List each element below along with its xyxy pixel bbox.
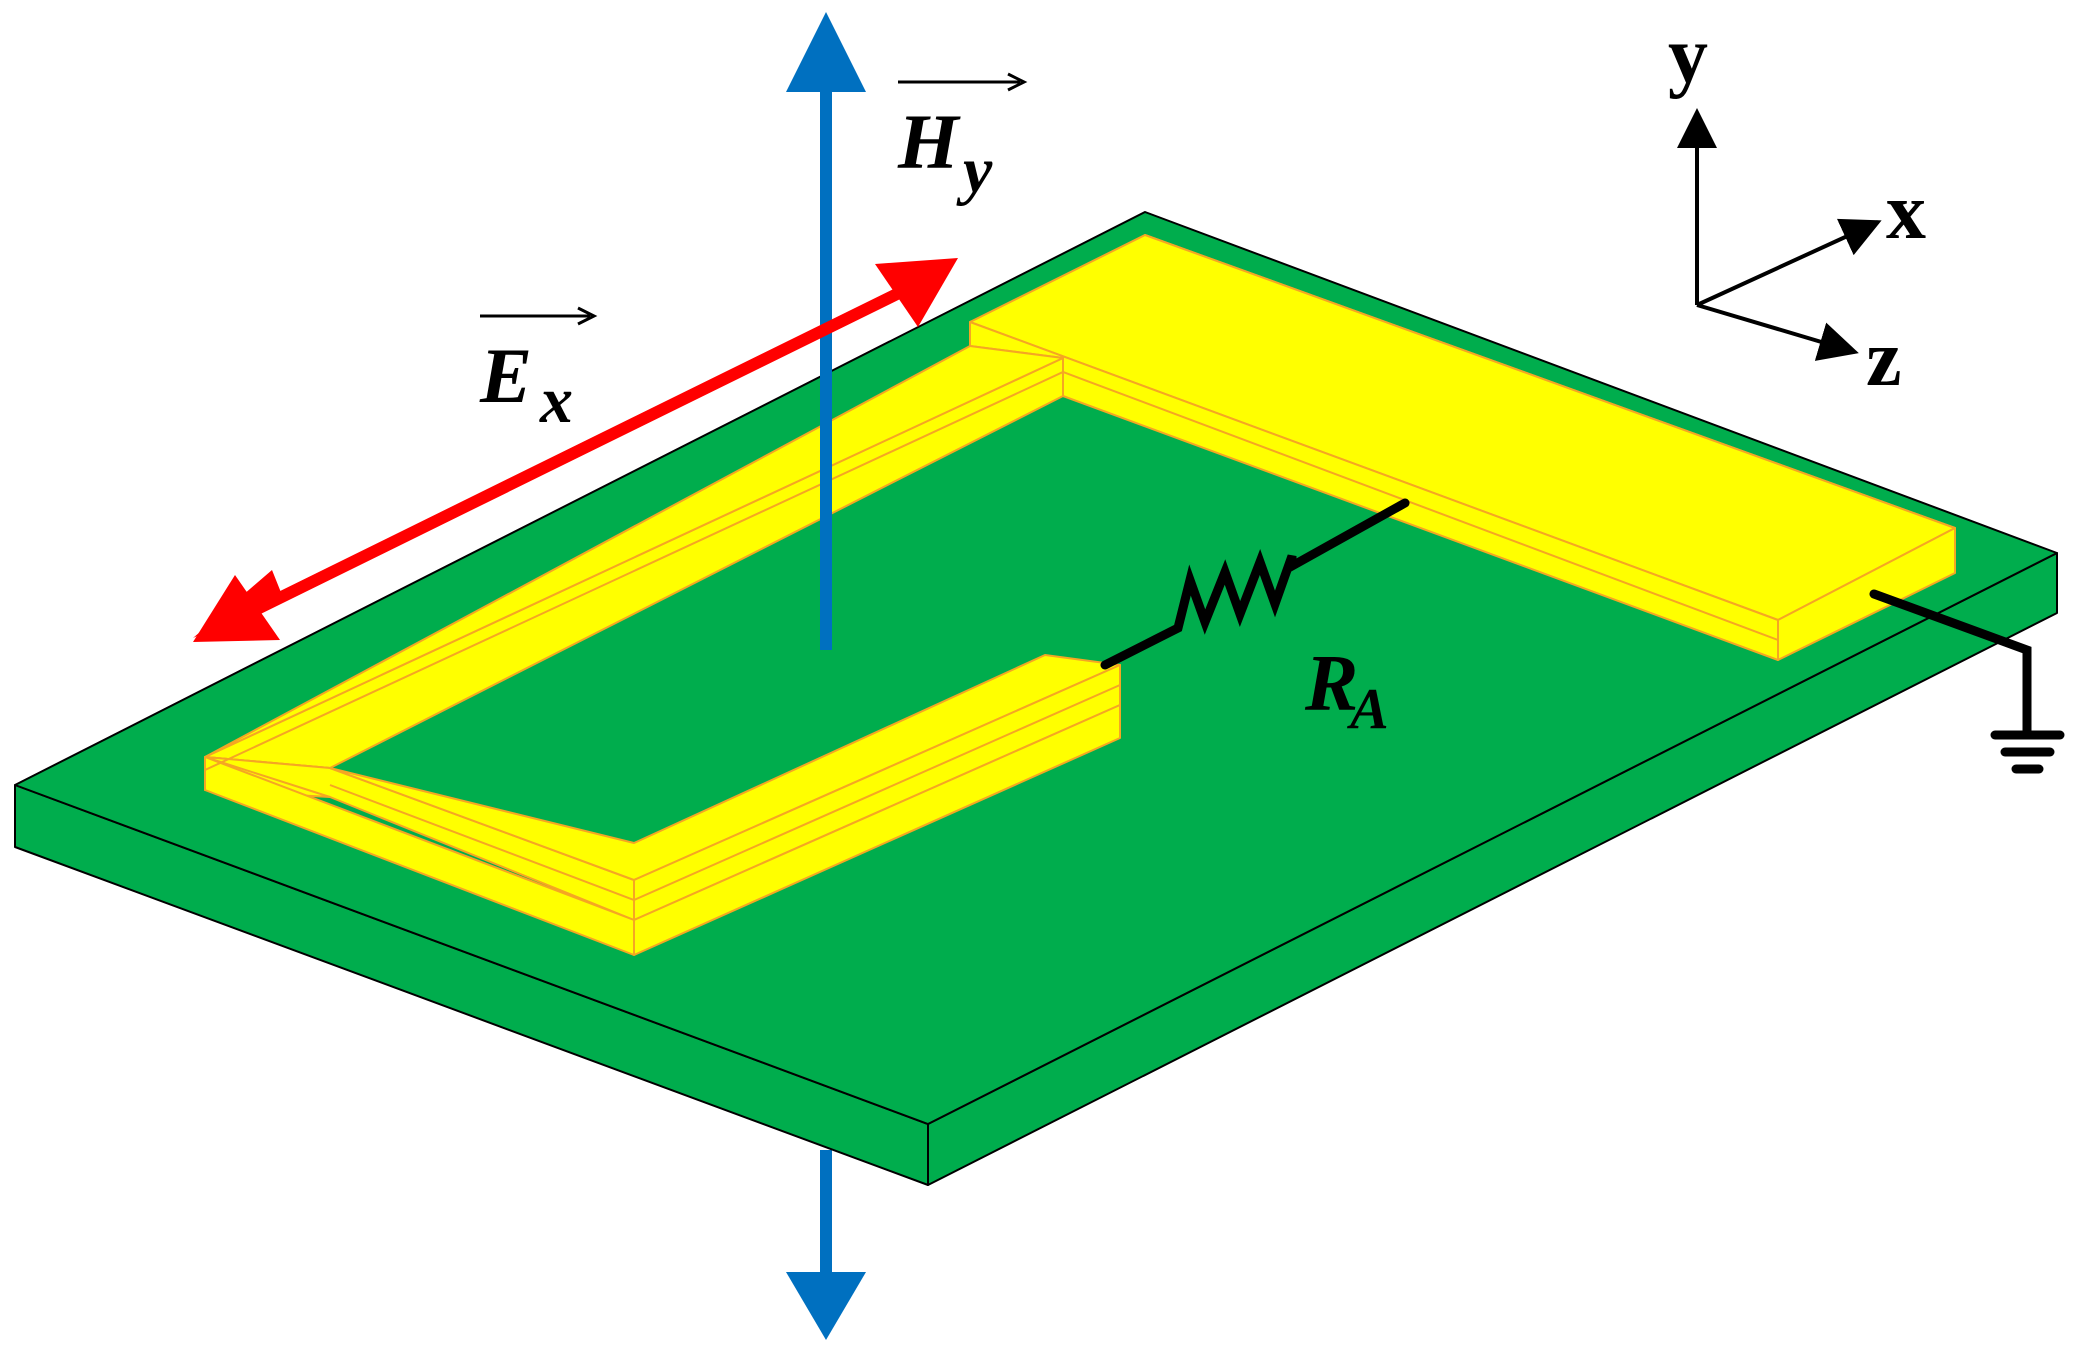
e-field-label: E x (479, 306, 598, 437)
axes-icon (1677, 108, 1882, 361)
axis-x-label: x (1886, 168, 1926, 256)
e-field-arrow (193, 258, 958, 642)
axis-z-label: z (1866, 315, 1902, 403)
resistor-subscript: A (1347, 676, 1389, 741)
ground-connection (1869, 589, 2032, 740)
axis-z-line (1696, 303, 1859, 361)
antenna-edge-lines (204, 370, 1779, 902)
resistor-symbol: R (1304, 640, 1358, 728)
h-field-arrow-upper (786, 12, 866, 650)
resistor-label: R A (1304, 640, 1389, 741)
ground-symbol-icon (1990, 730, 2065, 774)
axis-y-label: y (1668, 12, 1708, 100)
antenna-trace (204, 234, 1956, 956)
e-field-subscript: x (539, 364, 573, 437)
h-field-subscript: y (956, 134, 993, 207)
axis-x-line (1696, 218, 1882, 307)
resistor-zigzag-icon (1100, 498, 1410, 670)
resistor-connection (1100, 498, 1410, 670)
h-field-label: H y (897, 72, 1028, 207)
e-field-symbol: E (479, 332, 532, 419)
h-field-arrow-lower (786, 1150, 866, 1340)
h-field-symbol: H (897, 98, 961, 185)
